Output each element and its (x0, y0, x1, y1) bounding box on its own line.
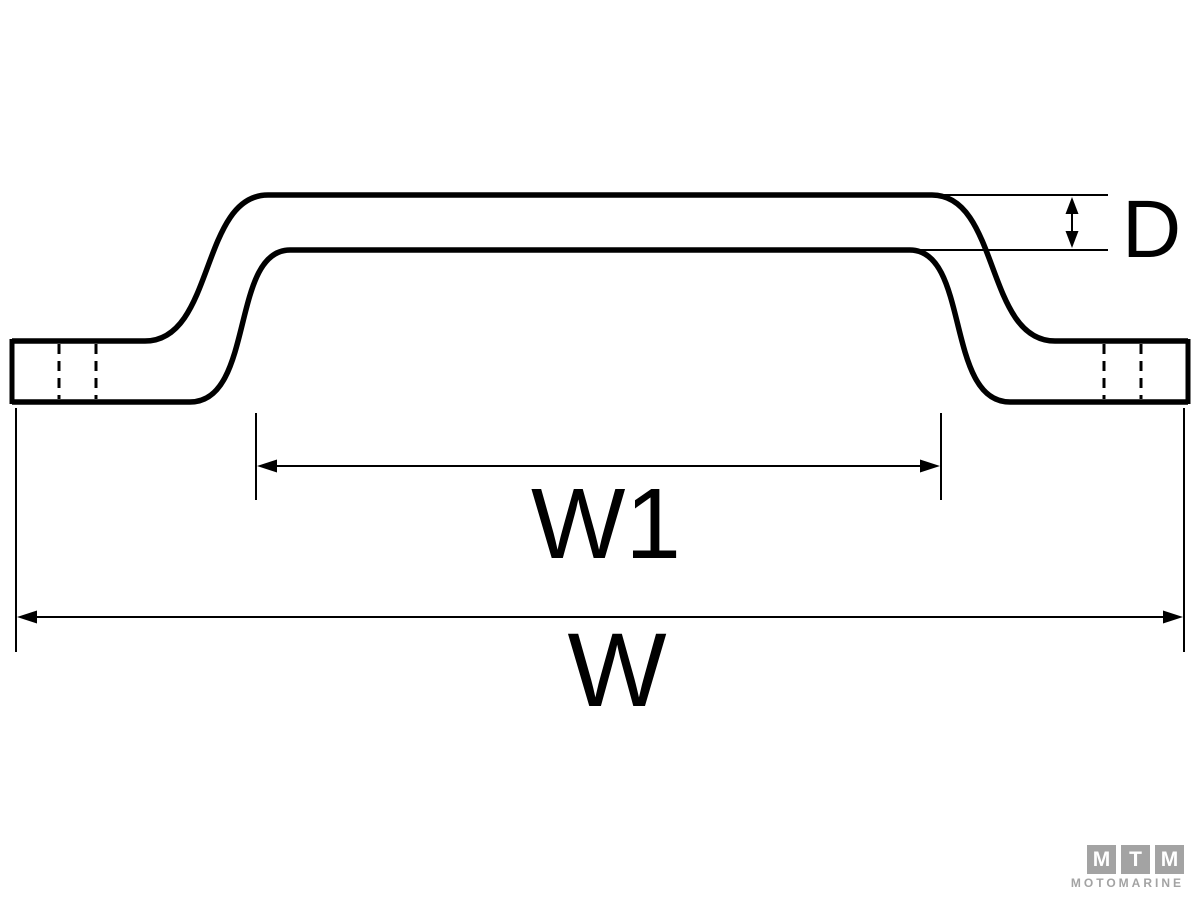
handle-inner-contour (12, 247, 1188, 405)
brand-letter-m1: M (1087, 845, 1116, 874)
w-arrowhead-left (17, 610, 37, 624)
label-w: W (567, 612, 666, 729)
w1-arrowhead-right (920, 459, 940, 473)
dimension-w1: W1 (255, 413, 942, 580)
w-arrowhead-right (1163, 610, 1183, 624)
dimension-w: W (15, 408, 1185, 729)
brand-letter-t: T (1121, 845, 1150, 874)
brand-logo: M T M MOTOMARINE (1071, 845, 1184, 890)
handle-profile (9, 192, 1191, 405)
handle-outer-contour (12, 192, 1188, 344)
dimension-d: D (915, 184, 1181, 275)
w1-arrowhead-left (257, 459, 277, 473)
d-arrowhead-down (1065, 231, 1079, 248)
brand-logo-subtitle: MOTOMARINE (1070, 876, 1184, 890)
label-d: D (1122, 184, 1181, 275)
brand-letter-m2: M (1155, 845, 1184, 874)
d-arrowhead-up (1065, 197, 1079, 214)
brand-logo-letters: M T M (1071, 845, 1184, 874)
label-w1: W1 (531, 468, 681, 580)
